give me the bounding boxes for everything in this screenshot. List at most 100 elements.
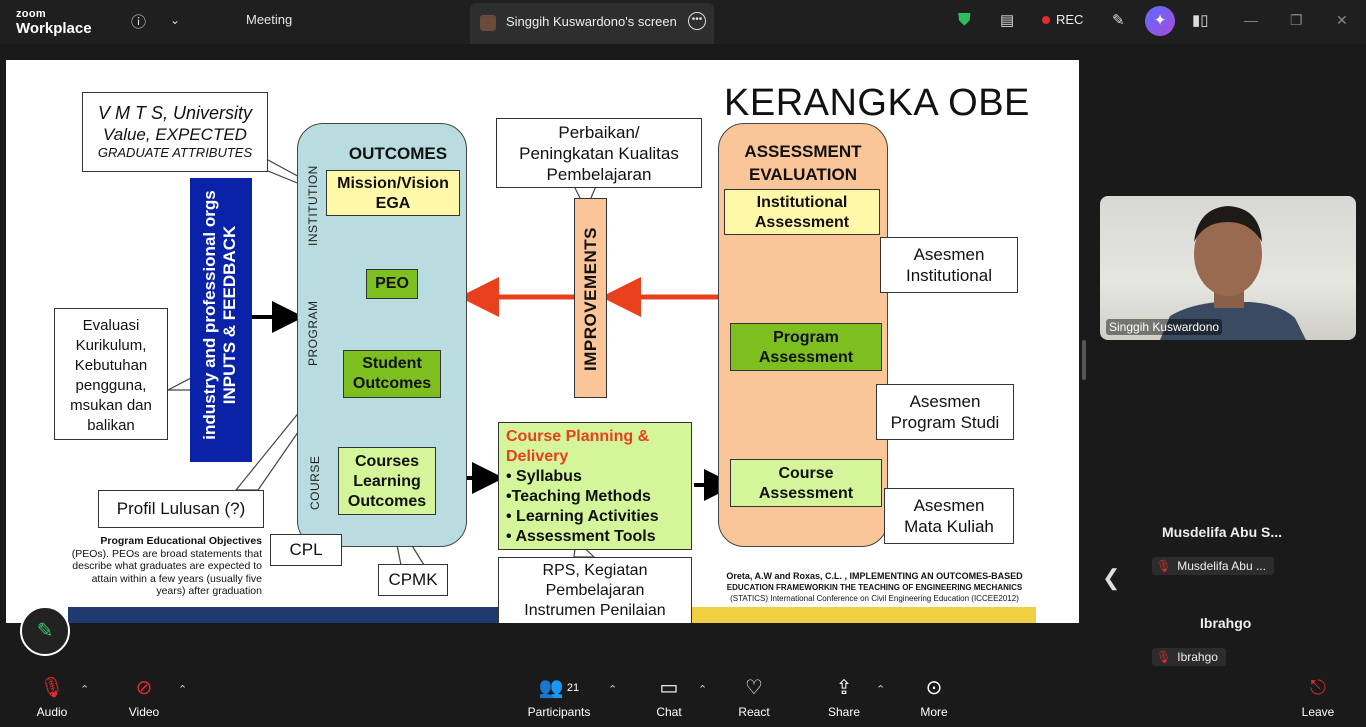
mission-vision-box: Mission/Vision EGA [326, 170, 460, 216]
maximize-icon[interactable]: ❐ [1290, 12, 1303, 28]
avatar [480, 15, 496, 31]
ev-line5: msukan dan [70, 397, 152, 414]
peo-definition-note: Program Educational Objectives (PEOs). P… [54, 535, 262, 598]
close-icon[interactable]: ✕ [1336, 12, 1348, 28]
participants-count: 21 [566, 682, 580, 694]
perbaikan-line1: Perbaikan/ [558, 123, 640, 142]
shared-slide: KERANGKA OBE V M T S, University Value, … [6, 60, 1079, 623]
clo-line1: Courses [354, 453, 420, 470]
video-off-icon: ⊘ [135, 677, 153, 699]
view-layout-icon[interactable]: ▮▯ [1192, 12, 1209, 29]
tab-shared-screen[interactable]: Singgih Kuswardono's screen ••• [470, 3, 714, 44]
clo-line2: Learning [353, 473, 421, 490]
participants-icon: 👥21 [538, 677, 580, 699]
cite-line2: EDUCATION FRAMEWORKIN THE TEACHING OF EN… [726, 583, 1023, 592]
cite-line1: Oreta, A.W and Roxas, C.L. , IMPLEMENTIN… [726, 571, 1023, 581]
amk-line1: Asesmen [913, 496, 985, 515]
participant-tag-label: Ibrahgo [1177, 650, 1218, 664]
ev-line4: pengguna, [75, 377, 147, 394]
rps-callout: RPS, Kegiatan Pembelajaran Instrumen Pen… [498, 557, 692, 623]
recording-indicator[interactable]: REC [1042, 12, 1083, 27]
ev-line1: Evaluasi [82, 317, 140, 334]
title-bar: zoom Workplace ⓘ ⌄ Meeting Singgih Kuswa… [0, 0, 1366, 44]
program-assessment-box: Program Assessment [730, 323, 882, 371]
cpl-callout: CPL [270, 534, 342, 566]
ai-line2: Institutional [906, 266, 992, 285]
share-button[interactable]: ⇪ Share [824, 675, 864, 719]
panel-resize-handle[interactable] [1082, 340, 1086, 380]
participant-tag-label: Musdelifa Abu ... [1177, 559, 1266, 573]
shield-icon[interactable]: ⛊ [958, 10, 971, 29]
amk-line2: Mata Kuliah [904, 517, 994, 536]
more-icon: ⊙ [925, 677, 943, 699]
cp-heading1: Course Planning & [506, 428, 650, 445]
inst-line2: Assessment [754, 214, 850, 231]
improvements-label: IMPROVEMENTS [581, 227, 600, 371]
prog-line1: Program [773, 329, 839, 346]
ev-line2: Kurikulum, [75, 337, 147, 354]
chat-icon: ▭ [659, 677, 679, 699]
cp-heading2: Delivery [506, 448, 569, 465]
chevron-left-icon[interactable]: ❮ [1102, 565, 1121, 590]
chat-caret-icon[interactable]: ⌃ [698, 684, 708, 696]
share-screen-icon: ⇪ [835, 677, 853, 699]
pen-icon[interactable]: ✎ [20, 606, 70, 656]
ai-companion-icon[interactable]: ✦ [1145, 6, 1175, 36]
more-options-icon[interactable]: ••• [688, 12, 706, 30]
notes-icon[interactable]: ▤ [1000, 12, 1015, 29]
level-course: COURSE [308, 455, 322, 510]
assess-title-line2: EVALUATION [749, 165, 857, 184]
cp-item3: • Learning Activities [506, 508, 659, 525]
react-label: React [738, 705, 770, 719]
mic-muted-icon: 🎙 [1156, 559, 1172, 573]
peo-note-line4: attain within a few years (usually five [91, 572, 262, 585]
leave-button[interactable]: ⎋ Leave [1300, 675, 1336, 719]
heart-icon: ♡ [745, 677, 763, 699]
minimize-icon[interactable]: — [1244, 12, 1258, 28]
participants-label: Participants [527, 705, 591, 719]
citation: Oreta, A.W and Roxas, C.L. , IMPLEMENTIN… [722, 571, 1027, 604]
video-label: Video [128, 705, 160, 719]
level-program: PROGRAM [306, 300, 320, 366]
participants-button[interactable]: 👥21 Participants [526, 675, 592, 719]
info-icon[interactable]: ⓘ [131, 14, 147, 31]
asesmen-prodi-callout: Asesmen Program Studi [876, 384, 1014, 440]
student-outcomes-box: Student Outcomes [343, 350, 441, 398]
react-button[interactable]: ♡ React [734, 675, 774, 719]
assess-title-line1: ASSESSMENT [744, 142, 862, 161]
zoom-logo: zoom Workplace [16, 9, 92, 37]
vmts-line3: GRADUATE ATTRIBUTES [97, 145, 253, 160]
chat-label: Chat [656, 705, 682, 719]
cp-item1: • Syllabus [506, 468, 582, 485]
mic-muted-icon: 🎙 [39, 677, 65, 699]
share-caret-icon[interactable]: ⌃ [876, 684, 886, 696]
speaker-video-tile[interactable]: Singgih Kuswardono [1100, 196, 1356, 340]
evaluasi-callout: Evaluasi Kurikulum, Kebutuhan pengguna, … [54, 308, 168, 440]
more-button[interactable]: ⊙ More [916, 675, 952, 719]
peo-note-line5: years) after graduation [156, 585, 262, 597]
course-assessment-box: Course Assessment [730, 459, 882, 507]
annotate-icon[interactable]: ✎ [1112, 12, 1125, 29]
chevron-down-icon[interactable]: ⌄ [170, 13, 181, 27]
slide-footer-bar-left [68, 607, 498, 623]
chat-button[interactable]: ▭ Chat [652, 675, 686, 719]
video-button[interactable]: ⊘ Video [126, 675, 162, 719]
so-line1: Student [362, 355, 422, 372]
slide-footer-bar-right [692, 607, 1036, 623]
tab-meeting[interactable]: Meeting [246, 12, 293, 27]
video-caret-icon[interactable]: ⌃ [178, 684, 188, 696]
cp-item4: • Assessment Tools [506, 528, 656, 545]
participants-caret-icon[interactable]: ⌃ [608, 684, 618, 696]
course-line2: Assessment [758, 485, 854, 502]
audio-caret-icon[interactable]: ⌃ [80, 684, 90, 696]
outcomes-title: OUTCOMES [348, 144, 448, 163]
audio-button[interactable]: 🎙 Audio [34, 675, 70, 719]
vmts-line2: Value, EXPECTED [103, 125, 247, 144]
shared-screen-label: Singgih Kuswardono's screen [506, 14, 677, 29]
perbaikan-callout: Perbaikan/ Peningkatan Kualitas Pembelaj… [496, 118, 702, 188]
meeting-toolbar: 🎙 Audio ⌃ ⊘ Video ⌃ 👥21 Participants ⌃ ▭… [0, 667, 1366, 727]
profil-lulusan-callout: Profil Lulusan (?) [98, 490, 264, 528]
institutional-assessment-box: Institutional Assessment [724, 189, 880, 235]
brand-bottom: Workplace [16, 20, 92, 37]
vmts-line1: V M T S, University [97, 103, 253, 123]
